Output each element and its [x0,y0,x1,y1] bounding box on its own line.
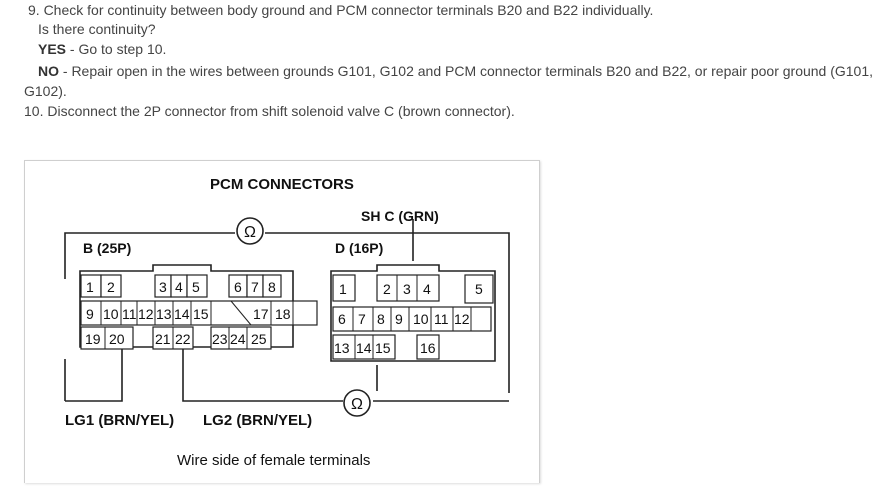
no-answer: NO - Repair open in the wires between gr… [38,62,873,80]
b-pin-9: 9 [86,306,94,322]
b-pin-11: 11 [122,306,137,322]
b-pin-4: 4 [175,279,183,295]
b-pin-15: 15 [193,306,209,322]
lg2-wire [182,349,343,402]
b-pin-22: 22 [175,331,191,347]
d-pin-15: 15 [375,340,391,356]
step-9: 9. Check for continuity between body gro… [28,2,654,18]
no-text-line1: - Repair open in the wires between groun… [59,63,874,79]
b-pin-14: 14 [174,306,190,322]
yes-answer: YES - Go to step 10. [38,40,166,58]
connector-d-outline [330,264,496,362]
b-pin-6: 6 [234,279,242,295]
lg1-label: LG1 (BRN/YEL) [65,412,174,429]
lg2-label: LG2 (BRN/YEL) [203,412,312,429]
continuity-question: Is there continuity? [38,20,156,38]
b-pin-13: 13 [156,306,172,322]
b-row-3-right-cell [210,326,272,350]
d-pin-5-cell [464,274,494,304]
diagram-title: PCM CONNECTORS [210,176,354,193]
b-row-2-cell [80,300,318,326]
b-pin-25: 25 [251,331,267,347]
b-pin-7: 7 [251,279,259,295]
d-pin-4: 4 [423,281,431,297]
top-wire-left [64,232,235,279]
b-pin-16-slash [230,300,252,326]
d-row-3-left-cell [332,334,396,360]
d-pin-14: 14 [356,340,372,356]
d-pin-2: 2 [383,281,391,297]
connector-b-outline [79,264,294,348]
connector-d-label: D (16P) [335,240,383,256]
no-text-line2: G102). [24,83,67,99]
d-pin-9: 9 [395,311,403,327]
diagram-caption: Wire side of female terminals [177,452,370,469]
d-pin-10: 10 [413,311,429,327]
connector-b-label: B (25P) [83,240,131,256]
b-pin-10: 10 [103,306,119,322]
d-pin-7: 7 [358,311,366,327]
b-pin-8: 8 [268,279,276,295]
d-pin-1: 1 [339,281,347,297]
d-pin-13: 13 [334,340,350,356]
b-pin-2-cell [100,274,122,298]
d-pin-5: 5 [475,281,483,297]
d-pin-6: 6 [338,311,346,327]
lg1-wire [65,349,123,402]
no-answer-continued: G102). [24,82,67,100]
d-row-2-cell [332,306,492,332]
b-pin-19: 19 [85,331,101,347]
b-pin-2: 2 [107,279,115,295]
b-pin-5: 5 [192,279,200,295]
d-pin-2-4-cell [376,274,440,302]
yes-text: - Go to step 10. [66,41,167,57]
ohmmeter-bottom-icon [343,389,371,417]
b-pin-18: 18 [275,306,291,322]
no-label: NO [38,63,59,79]
b-row-3-left-cell [80,326,134,350]
yes-label: YES [38,41,67,57]
step-9-text: 9. Check for continuity between body gro… [28,1,653,19]
d-pin-8: 8 [377,311,385,327]
connector-drawing: PCM CONNECTORS SH C (GRN) B (25P) D (16P… [64,176,510,469]
shc-label: SH C (GRN) [361,208,439,224]
b-pin-17: 17 [253,306,269,322]
ohmmeter-top-icon [236,217,264,245]
d-pin-3: 3 [403,281,411,297]
question-text: Is there continuity? [38,21,156,37]
top-wire-right [265,232,510,393]
d-pin-11: 11 [434,311,449,327]
pcm-connector-diagram: PCM CONNECTORS SH C (GRN) B (25P) D (16P… [24,160,540,483]
d-pin-16: 16 [420,340,436,356]
step-10: 10. Disconnect the 2P connector from shi… [24,103,515,119]
ohm-symbol-bottom: Ω [351,396,363,413]
b-pin-21: 21 [155,331,171,347]
b-pin-24: 24 [230,331,246,347]
b-pin-20: 20 [109,331,125,347]
b-pin-23: 23 [212,331,228,347]
b-pin-5-cell [186,274,208,298]
d-pin-12: 12 [454,311,470,327]
b-pin-1: 1 [86,279,94,295]
d-pin-16-cell [416,334,440,360]
b-pin-8-cell [262,274,282,298]
ohm-symbol-top: Ω [244,224,256,241]
b-pin-12: 12 [138,306,154,322]
d-pin-1-cell [332,274,356,302]
b-pin-3: 3 [159,279,167,295]
step-10-text: 10. Disconnect the 2P connector from shi… [24,102,515,120]
